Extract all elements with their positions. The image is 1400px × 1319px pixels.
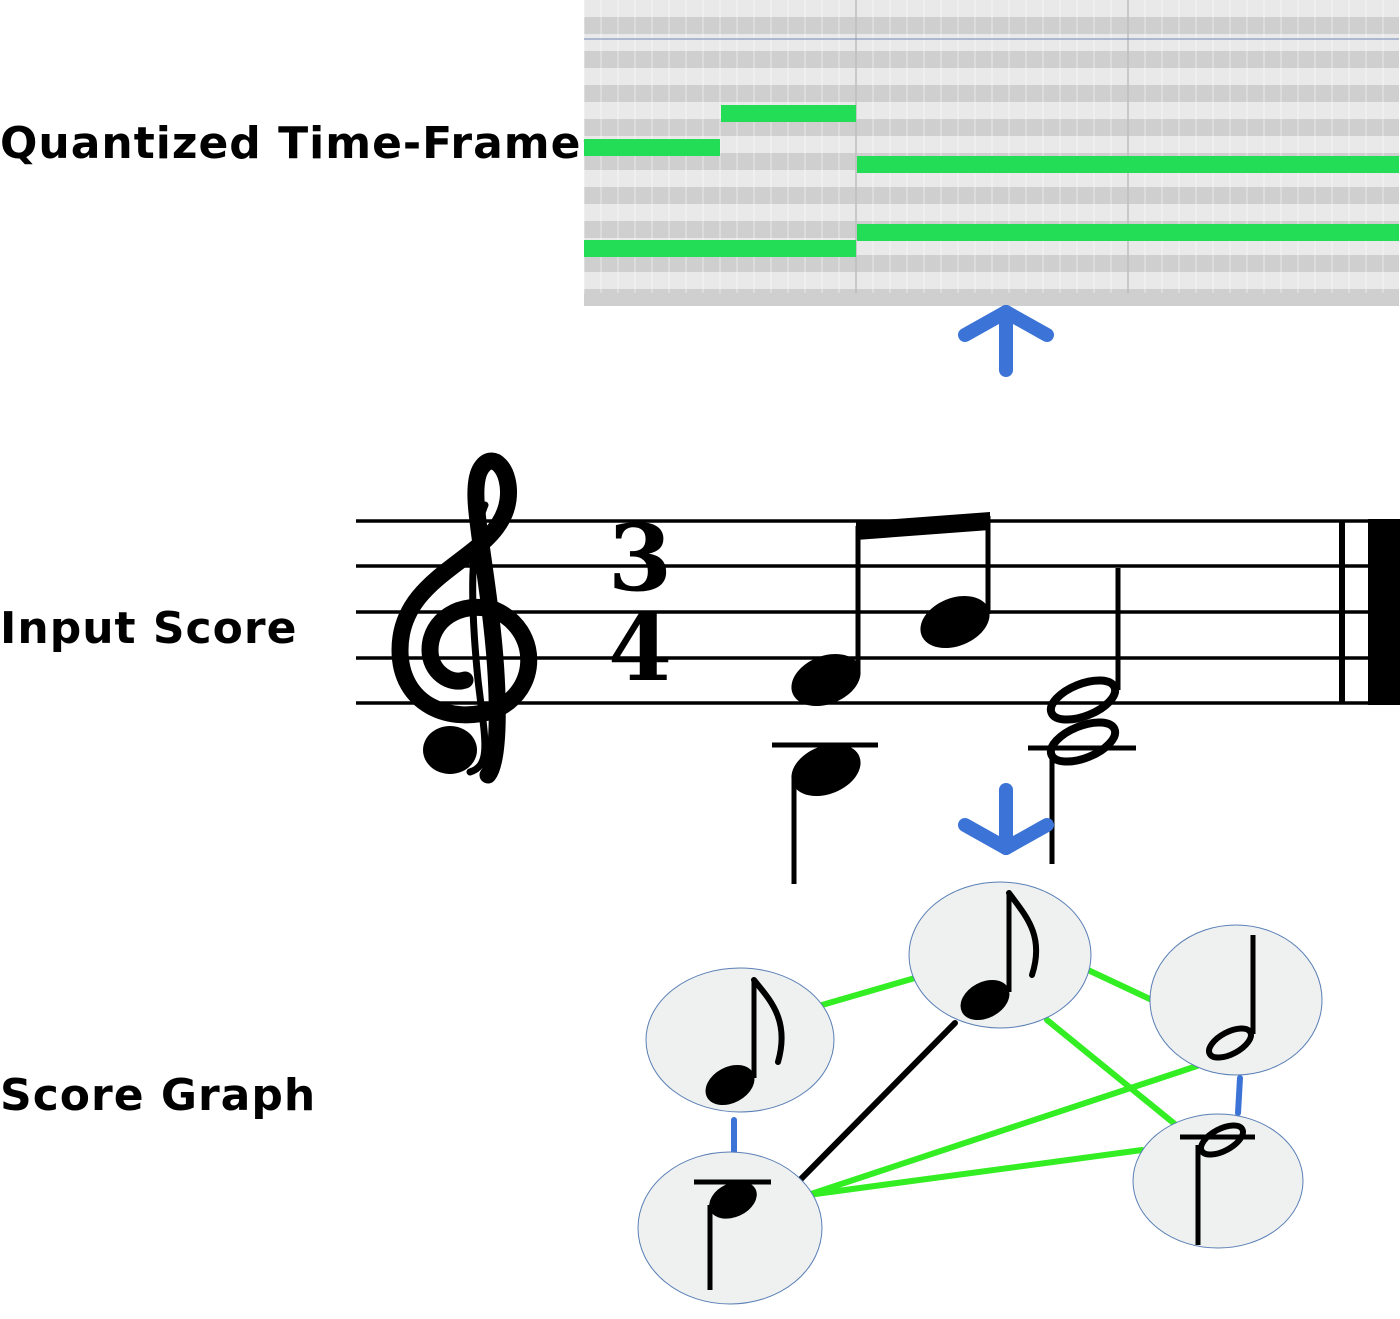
- note-bar: [584, 139, 720, 156]
- edge-vertical: [1235, 1075, 1243, 1116]
- graph-node-half: [1149, 924, 1323, 1076]
- quarter-note-ledger: [772, 742, 878, 884]
- label-quantized-time-frames: Quantized Time-Frames: [0, 118, 609, 169]
- label-input-score: Input Score: [0, 603, 298, 654]
- edge-onset: [1044, 1017, 1179, 1128]
- label-score-graph: Score Graph: [0, 1070, 317, 1121]
- note-bar: [721, 105, 856, 122]
- edge-consecutive: [797, 1020, 958, 1183]
- edge-onset: [805, 1147, 1145, 1198]
- half-note-chord: [1028, 568, 1136, 864]
- piano-roll-band: [584, 289, 1399, 306]
- note-bar: [857, 224, 1399, 241]
- graph-node-half-ledger: [1132, 1113, 1304, 1249]
- treble-clef-icon: [391, 452, 538, 784]
- beamed-eighth-notes: [791, 512, 991, 707]
- graph-node-eighth-top: [908, 881, 1092, 1029]
- edge-onset: [1085, 967, 1155, 1003]
- final-barline-thin: [1339, 521, 1345, 703]
- time-signature-top: 3: [608, 504, 672, 612]
- graph-node-eighth: [645, 967, 835, 1113]
- time-signature-bottom: 4: [608, 594, 672, 702]
- note-bar: [584, 240, 856, 257]
- arrow-up-icon: [958, 305, 1054, 377]
- graph-node-quarter-ledger: [637, 1151, 823, 1305]
- graph-edges: [731, 967, 1243, 1198]
- arrow-down-icon: [958, 783, 1054, 855]
- edge-onset: [805, 1063, 1200, 1198]
- edge-onset: [819, 975, 918, 1008]
- score-graph: [637, 881, 1323, 1305]
- note-bar: [857, 156, 1399, 173]
- final-barline-thick: [1368, 519, 1400, 705]
- piano-roll: [583, 0, 1399, 306]
